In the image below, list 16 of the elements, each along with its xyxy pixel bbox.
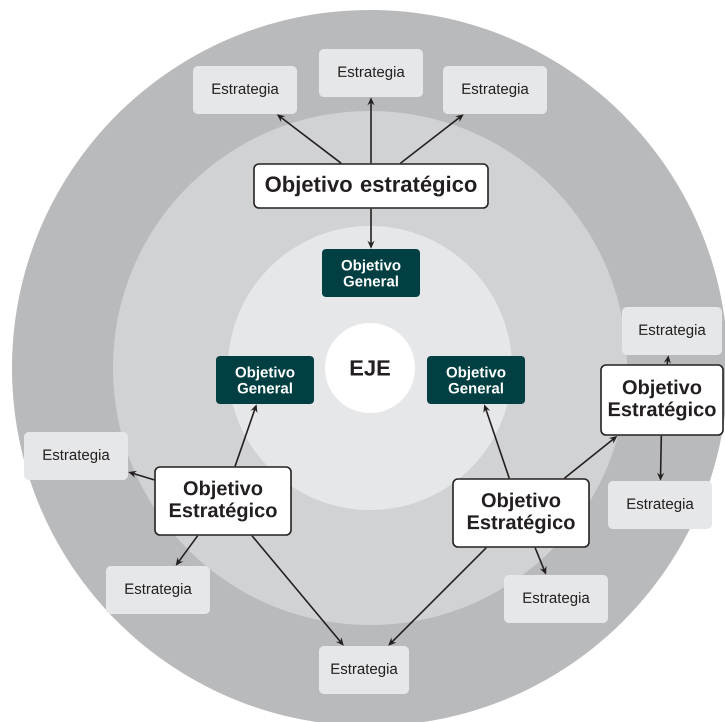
general-objective-box: Objetivo General	[322, 249, 420, 297]
strategy-box: Estrategia	[106, 566, 210, 614]
strategy-box: Estrategia	[319, 49, 423, 97]
objective-box: Objetivo estratégico	[253, 163, 489, 209]
general-objective-box: Objetivo General	[216, 356, 314, 404]
objective-box: Objetivo Estratégico	[154, 466, 292, 536]
strategy-box: Estrategia	[193, 66, 297, 114]
strategy-box: Estrategia	[504, 575, 608, 623]
strategy-box: Estrategia	[622, 307, 722, 355]
strategy-box: Estrategia	[319, 646, 409, 694]
strategy-box: Estrategia	[608, 481, 712, 529]
strategy-box: Estrategia	[443, 66, 547, 114]
objective-box: Objetivo Estratégico	[600, 364, 724, 436]
strategy-box: Estrategia	[24, 432, 128, 480]
objective-box: Objetivo Estratégico	[452, 478, 590, 548]
general-objective-box: Objetivo General	[427, 356, 525, 404]
